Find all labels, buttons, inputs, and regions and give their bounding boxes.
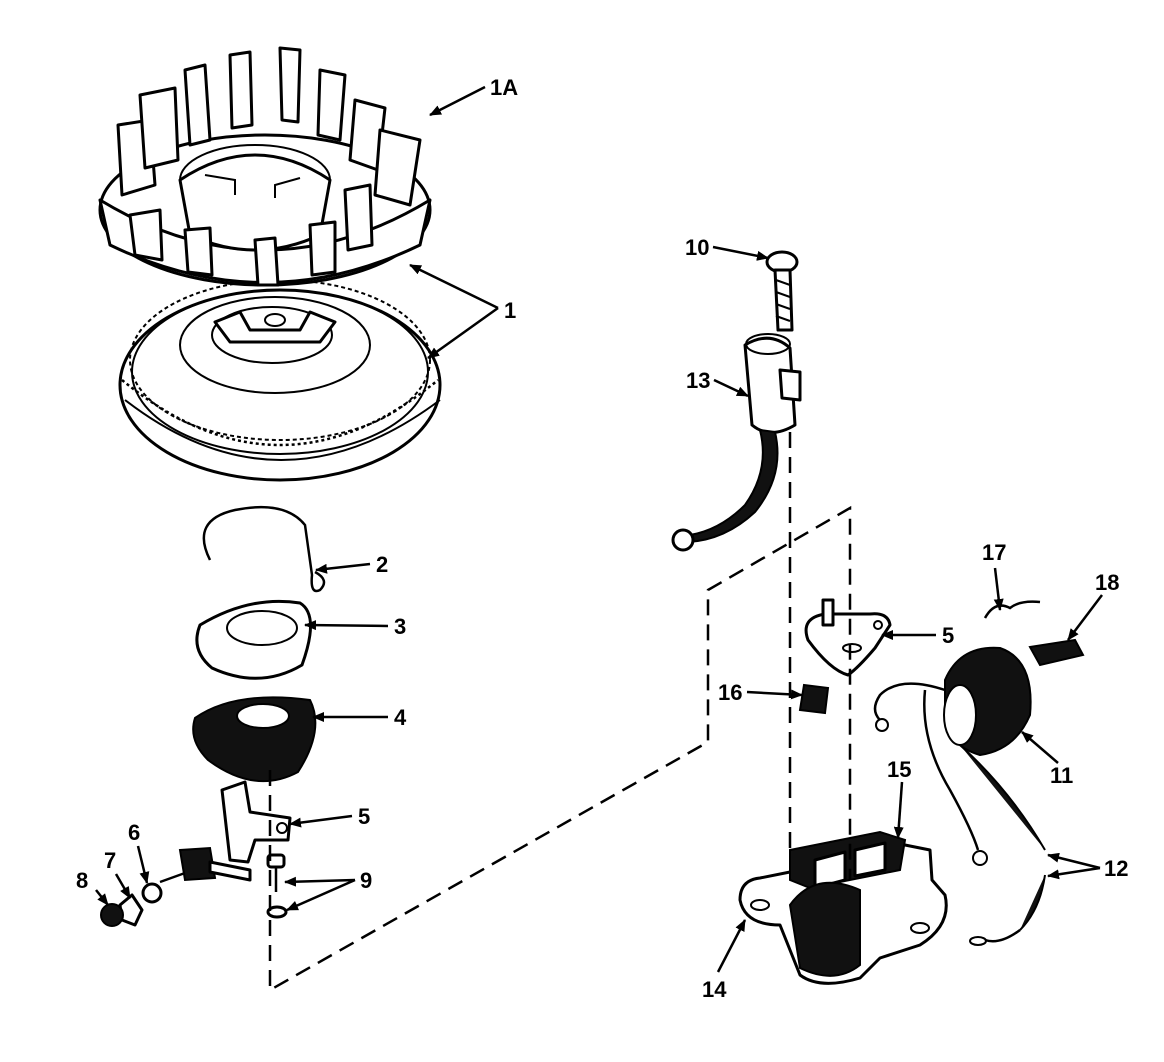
label-9: 9 <box>360 868 372 893</box>
label-7: 7 <box>104 848 116 873</box>
condenser <box>671 333 802 552</box>
bracket <box>804 598 892 677</box>
label-14: 14 <box>702 977 727 1002</box>
breaker-arm <box>159 780 292 884</box>
label-1a: 1A <box>490 75 518 100</box>
label-3: 3 <box>394 614 406 639</box>
wires-12 <box>923 689 1046 946</box>
callout-labels: 1A 1 2 3 4 5 6 7 8 9 10 13 5 16 17 18 11… <box>76 75 1128 1002</box>
label-5-right: 5 <box>942 623 954 648</box>
label-4: 4 <box>394 705 407 730</box>
label-18: 18 <box>1095 570 1119 595</box>
label-16: 16 <box>718 680 742 705</box>
label-17: 17 <box>982 540 1006 565</box>
armature-base <box>738 830 948 985</box>
label-13: 13 <box>686 368 710 393</box>
fan <box>98 46 432 287</box>
leader-arrows <box>95 85 1103 973</box>
clip-16 <box>798 683 830 715</box>
washer-6 <box>141 882 163 904</box>
label-5-left: 5 <box>358 804 370 829</box>
label-12: 12 <box>1104 856 1128 881</box>
label-6: 6 <box>128 820 140 845</box>
screw-9 <box>266 853 288 919</box>
label-8: 8 <box>76 868 88 893</box>
terminal-7 <box>118 893 144 927</box>
gasket <box>192 696 317 783</box>
label-11: 11 <box>1050 763 1073 788</box>
screw-10 <box>765 250 799 332</box>
label-15: 15 <box>887 757 911 782</box>
spring-17 <box>983 600 1041 619</box>
wire-spring <box>202 505 326 593</box>
label-2: 2 <box>376 552 388 577</box>
flywheel <box>118 279 442 482</box>
label-10: 10 <box>685 235 709 260</box>
cover <box>195 599 312 680</box>
coil <box>873 646 1032 757</box>
tab-18 <box>1028 638 1085 667</box>
nut-8 <box>100 903 124 927</box>
label-1: 1 <box>504 298 516 323</box>
alignment-lines <box>268 432 852 993</box>
